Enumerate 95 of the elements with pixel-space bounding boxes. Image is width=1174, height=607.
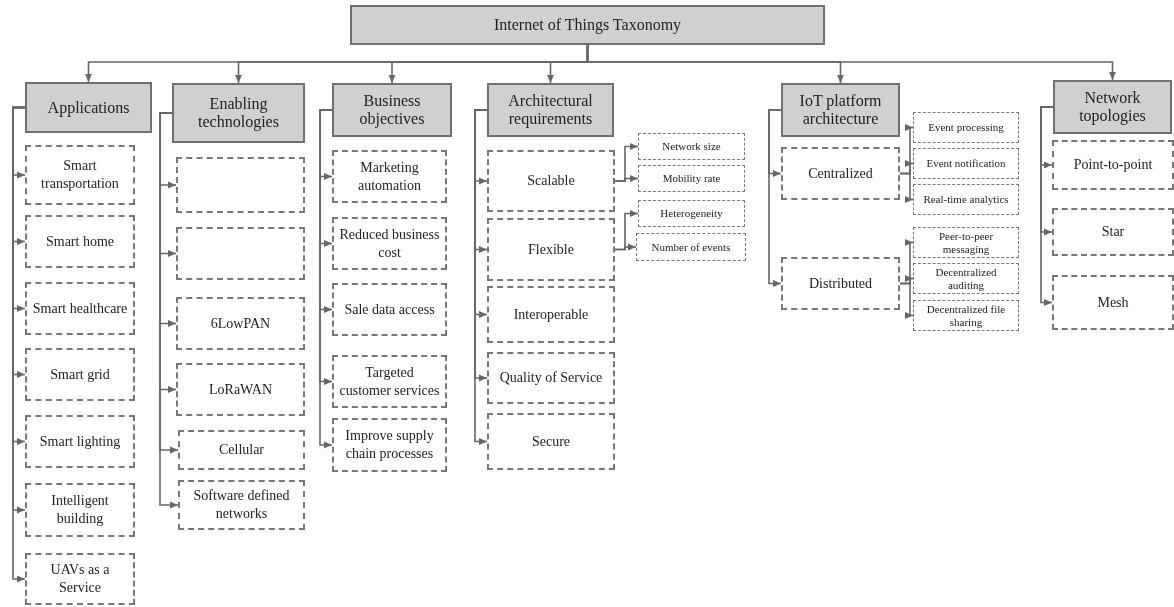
- node-label: Architectural requirements: [507, 92, 594, 128]
- subitem-box: [638, 200, 745, 227]
- node-label: Applications: [47, 98, 130, 117]
- node-label: Real-time analytics: [923, 193, 1009, 206]
- item-box: [1052, 208, 1174, 256]
- empty-box: [176, 227, 305, 280]
- node-label: Star: [1101, 223, 1125, 241]
- item-box: [25, 145, 135, 205]
- node-label: Peer-to-peer messaging: [937, 229, 995, 256]
- node-label: IoT platform architecture: [798, 92, 883, 128]
- node-label: Mesh: [1097, 293, 1129, 312]
- category-box: [781, 83, 900, 137]
- item-box: [487, 150, 615, 212]
- node-label: Intelligent building: [50, 492, 110, 528]
- node-label: 6LowPAN: [210, 314, 271, 333]
- item-box: [332, 418, 447, 472]
- node-label: LoRaWAN: [209, 380, 272, 399]
- connector-arrow: [614, 174, 639, 183]
- subitem-box: [913, 263, 1019, 294]
- category-box: [172, 83, 305, 143]
- item-box: [25, 553, 135, 605]
- node-label: Flexible: [528, 240, 574, 259]
- item-box: [781, 147, 900, 200]
- subitem-box: [638, 133, 745, 160]
- subitem-box: [638, 165, 745, 192]
- item-box: [25, 348, 135, 401]
- node-label: Decentralized file sharing: [925, 302, 1007, 329]
- node-label: Mobility rate: [662, 172, 721, 185]
- node-label: Smart transportation: [40, 157, 120, 193]
- node-label: Event processing: [928, 121, 1004, 134]
- subitem-box: [913, 112, 1019, 143]
- item-box: [1052, 140, 1174, 190]
- node-label: Smart home: [45, 232, 114, 251]
- node-label: Marketing automation: [357, 158, 422, 195]
- category-box: [487, 83, 614, 137]
- node-label: Software defined networks: [192, 487, 291, 523]
- connector-arrow: [586, 44, 1117, 81]
- root-box: [350, 5, 825, 45]
- node-label: Reduced business cost: [338, 225, 441, 262]
- category-box: [1053, 80, 1172, 134]
- node-label: Sale data access: [344, 300, 435, 319]
- connector-arrow: [614, 243, 637, 251]
- node-label: Heterogeneity: [660, 207, 723, 220]
- connector-arrow: [899, 172, 914, 204]
- node-label: Network size: [662, 140, 721, 153]
- item-box: [25, 282, 135, 335]
- item-box: [487, 352, 615, 404]
- item-box: [332, 217, 447, 270]
- subitem-box: [636, 233, 746, 261]
- node-label: Interoperable: [513, 305, 589, 324]
- item-box: [176, 297, 305, 350]
- item-box: [332, 283, 447, 336]
- node-label: Smart lighting: [39, 432, 121, 451]
- item-box: [25, 415, 135, 468]
- item-box: [781, 257, 900, 310]
- connector-arrow: [768, 109, 782, 288]
- item-box: [1052, 275, 1174, 330]
- item-box: [178, 480, 305, 530]
- node-label: Scalable: [527, 172, 575, 190]
- node-label: Point-to-point: [1073, 156, 1153, 174]
- category-box: [332, 83, 452, 137]
- item-box: [178, 430, 305, 470]
- node-label: Number of events: [651, 240, 731, 254]
- subitem-box: [913, 148, 1019, 179]
- node-label: Network topologies: [1078, 89, 1147, 125]
- node-label: Centralized: [808, 164, 873, 183]
- item-box: [332, 150, 447, 203]
- item-box: [487, 286, 615, 343]
- item-box: [25, 483, 135, 537]
- item-box: [332, 355, 447, 408]
- subitem-box: [913, 184, 1019, 215]
- item-box: [176, 363, 305, 416]
- node-label: Quality of Service: [499, 369, 603, 387]
- node-label: Event notification: [926, 157, 1006, 170]
- connector-arrow: [1040, 106, 1054, 307]
- node-label: Decentralized auditing: [934, 265, 998, 292]
- node-label: Internet of Things Taxonomy: [493, 15, 682, 36]
- item-box: [487, 218, 615, 281]
- node-label: Distributed: [809, 274, 872, 293]
- node-label: Targeted customer services: [338, 363, 441, 400]
- node-label: UAVs as a Service: [49, 561, 111, 597]
- subitem-box: [913, 300, 1019, 331]
- node-label: Smart grid: [50, 365, 110, 384]
- subitem-box: [913, 227, 1019, 258]
- node-label: Cellular: [218, 441, 265, 459]
- node-label: Enabling technologies: [197, 95, 280, 131]
- empty-box: [176, 157, 305, 213]
- node-label: Business objectives: [358, 92, 426, 128]
- node-label: Secure: [531, 432, 571, 451]
- node-label: Smart healthcare: [32, 299, 128, 318]
- item-box: [25, 215, 135, 268]
- item-box: [487, 413, 615, 470]
- category-box: [25, 82, 152, 133]
- connector-arrow: [899, 282, 914, 320]
- node-label: Improve supply chain processes: [344, 427, 435, 463]
